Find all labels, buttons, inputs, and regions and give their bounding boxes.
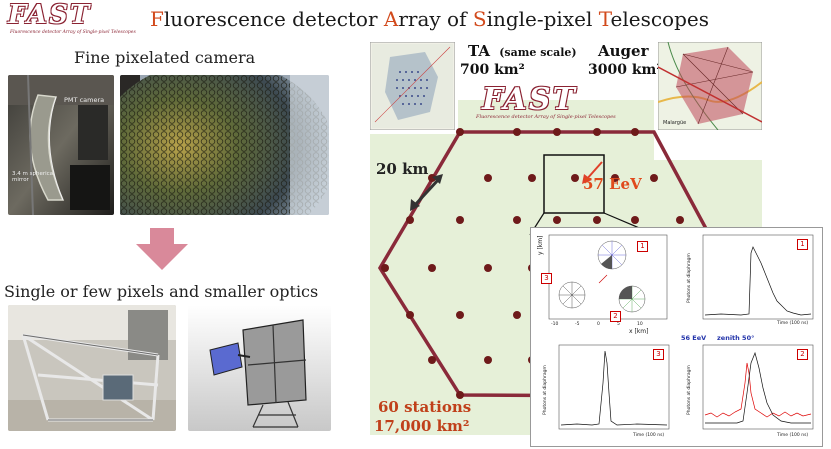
trace-3-photons-axis: Photons at diaphragm: [543, 365, 548, 415]
title-cap-s: S: [472, 7, 487, 31]
station-dot: [428, 174, 436, 182]
station-dot: [484, 264, 492, 272]
station-dot: [428, 356, 436, 364]
panel-number-a: 1: [637, 241, 648, 252]
geometry-plot: -10 -5 0 5 10 1 2 3 x [km] y [km]: [537, 233, 671, 335]
spacing-label: 20 km: [376, 160, 429, 178]
station-dot: [513, 311, 521, 319]
title-rest-3: ingle-pixel: [486, 7, 599, 31]
panel-number-c: 3: [541, 273, 552, 284]
pmt-camera-photo: PMT camera 3.4 m spherical mirror: [8, 75, 114, 215]
event-energy-label: 56 EeV: [681, 334, 707, 342]
auger-map: Malargüe: [657, 41, 763, 131]
shower-arrow-icon: [585, 161, 603, 181]
svg-text:-5: -5: [575, 321, 580, 327]
fast-logo-subtitle: Fluorescence detector Array of Single-pi…: [10, 30, 136, 35]
trace-1-photons-axis: Photons at diaphragm: [687, 253, 692, 303]
telescope-cad-render: [188, 305, 331, 431]
title-rest-1: luorescence detector: [163, 7, 384, 31]
title-rest-2: rray of: [398, 7, 473, 31]
event-zenith-label: zenith 50°: [717, 334, 755, 342]
svg-text:-10: -10: [551, 321, 558, 327]
auger-label: Auger: [598, 42, 649, 60]
spacing-arrowhead-2: [432, 174, 443, 184]
trace-3-number: 3: [653, 349, 664, 360]
station-dot: [406, 216, 414, 224]
title-cap-f: F: [150, 7, 164, 31]
fast-logo-center: FAST Fluorescence detector Array of Sing…: [476, 82, 616, 122]
trace-2-time-axis: Time (100 ns): [777, 433, 809, 438]
ta-name: TA: [468, 42, 490, 60]
trace-1-number: 1: [797, 239, 808, 250]
fast-logo-text: FAST: [8, 0, 92, 30]
ta-area: 700 km²: [460, 62, 525, 78]
station-dot: [484, 174, 492, 182]
spacing-arrowhead-1: [410, 199, 420, 211]
trace-2-photons-axis: Photons at diaphragm: [687, 365, 692, 415]
station-dot: [631, 128, 639, 136]
energy-label: 57 EeV: [583, 175, 642, 193]
pmt-camera-label: PMT camera: [64, 96, 105, 104]
stations-label: 60 stations: [378, 398, 472, 416]
fast-logo-center-text: FAST: [482, 82, 577, 117]
trace-plot-2: 2 Time (100 ns) Photons at diaphragm: [681, 343, 817, 443]
fast-logo-center-subtitle: Fluorescence detector Array of Single-pi…: [476, 114, 616, 120]
same-scale-note: (same scale): [499, 46, 577, 59]
station-dot: [571, 174, 579, 182]
station-dot: [456, 311, 464, 319]
title-rest-4: elescopes: [610, 7, 709, 31]
station-dot: [528, 174, 536, 182]
trace-3-time-axis: Time (100 ns): [633, 433, 665, 438]
svg-text:0: 0: [597, 321, 600, 327]
fast-logo: FAST Fluorescence detector Array of Sing…: [6, 0, 136, 38]
station-dot: [513, 128, 521, 136]
zoom-box: [543, 154, 605, 214]
station-dot: [631, 216, 639, 224]
prototype-frame-photo: [8, 305, 176, 431]
title-cap-a: A: [383, 7, 399, 31]
trace-plot-3: 3 Time (100 ns) Photons at diaphragm: [537, 343, 673, 443]
geometry-x-axis: x [km]: [629, 328, 649, 335]
caption-single-pixel: Single or few pixels and smaller optics: [4, 282, 319, 301]
trace-plot-1: 1 Time (100 ns) Photons at diaphragm: [681, 233, 817, 331]
ta-map: [369, 41, 456, 131]
panel-number-b: 2: [610, 311, 621, 322]
mirror-segments-photo: [120, 75, 329, 215]
station-dot: [456, 128, 464, 136]
caption-fine-camera: Fine pixelated camera: [74, 48, 256, 67]
down-arrow-icon: [136, 228, 188, 274]
station-dot: [513, 216, 521, 224]
station-dot: [676, 216, 684, 224]
geometry-y-axis: y [km]: [537, 235, 544, 255]
station-dot: [593, 216, 601, 224]
spacing-arrow-icon: [413, 178, 440, 207]
station-dot: [456, 216, 464, 224]
svg-text:10: 10: [637, 321, 643, 327]
auger-map-town: Malargüe: [663, 120, 686, 126]
ta-label: TA (same scale): [468, 42, 577, 60]
station-dot: [406, 311, 414, 319]
array-area-label: 17,000 km²: [374, 417, 470, 435]
auger-area: 3000 km²: [588, 62, 663, 78]
page-title: Fluorescence detector Array of Single-pi…: [150, 7, 709, 31]
shower-arrowhead: [582, 174, 592, 184]
event-inset: -10 -5 0 5 10 1 2 3 x [km] y [km] 56 EeV zen…: [530, 227, 823, 447]
trace-2-number: 2: [797, 349, 808, 360]
station-dot: [553, 216, 561, 224]
station-dot: [456, 391, 464, 399]
station-dot: [650, 174, 658, 182]
mirror-label: 3.4 m spherical mirror: [12, 171, 55, 183]
svg-text:5: 5: [617, 321, 620, 327]
station-dot: [611, 174, 619, 182]
title-cap-t: T: [598, 7, 611, 31]
station-dot: [428, 264, 436, 272]
trace-1-time-axis: Time (100 ns): [777, 321, 809, 326]
station-dot: [381, 264, 389, 272]
station-dot: [484, 356, 492, 364]
station-dot: [553, 128, 561, 136]
station-dot: [593, 128, 601, 136]
